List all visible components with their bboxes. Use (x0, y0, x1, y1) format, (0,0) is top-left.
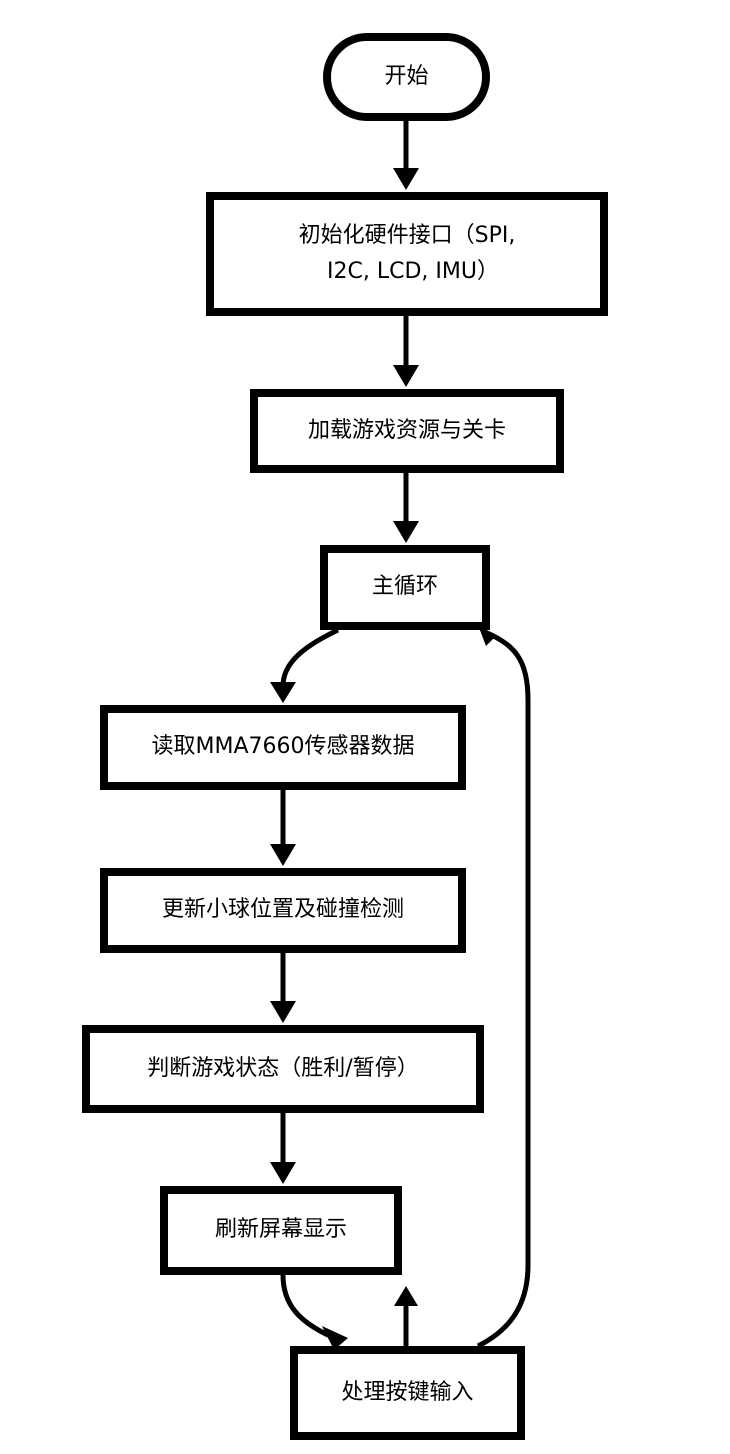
arrowhead-load-to-main (393, 521, 419, 543)
load-resources-node: 加载游戏资源与关卡 (250, 389, 564, 473)
arrowhead-judge-to-refresh (270, 1162, 296, 1184)
read-sensor-label: 读取MMA7660传感器数据 (151, 734, 415, 760)
edge-refresh-to-input (280, 1274, 332, 1339)
arrowhead-init-to-load (393, 365, 419, 387)
read-sensor-node: 读取MMA7660传感器数据 (100, 705, 466, 790)
handle-input-label: 处理按键输入 (341, 1379, 474, 1405)
arrowhead-input-to-main (478, 625, 496, 646)
update-ball-label: 更新小球位置及碰撞检测 (161, 897, 404, 923)
refresh-screen-node: 刷新屏幕显示 (160, 1186, 402, 1275)
refresh-screen-label: 刷新屏幕显示 (214, 1217, 347, 1243)
start-node-label: 开始 (384, 63, 429, 89)
main-loop-node: 主循环 (320, 545, 490, 630)
arrowhead-main-to-read (270, 682, 296, 703)
load-resources-label: 加载游戏资源与关卡 (307, 417, 506, 443)
judge-state-node: 判断游戏状态（胜利/暂停） (82, 1025, 484, 1113)
handle-input-node: 处理按键输入 (290, 1346, 525, 1440)
init-hardware-label-line-2: I2C, LCD, IMU） (327, 259, 499, 284)
edge-input-to-main (476, 629, 531, 1349)
arrowhead-read-to-update (270, 844, 296, 866)
init-hardware-label-line-1: 初始化硬件接口（SPI, (298, 222, 516, 248)
start-node: 开始 (323, 33, 490, 121)
arrowhead-update-to-judge (270, 1001, 296, 1023)
init-hardware-node: 初始化硬件接口（SPI, I2C, LCD, IMU） (206, 192, 608, 316)
main-loop-label: 主循环 (371, 574, 438, 600)
arrowhead-start-to-init (393, 168, 419, 190)
edge-main-to-read (280, 627, 340, 687)
update-ball-node: 更新小球位置及碰撞检测 (100, 868, 466, 953)
arrowhead-input-up-stub (394, 1286, 418, 1306)
judge-state-label: 判断游戏状态（胜利/暂停） (147, 1055, 419, 1081)
arrowhead-refresh-to-input (322, 1326, 348, 1350)
